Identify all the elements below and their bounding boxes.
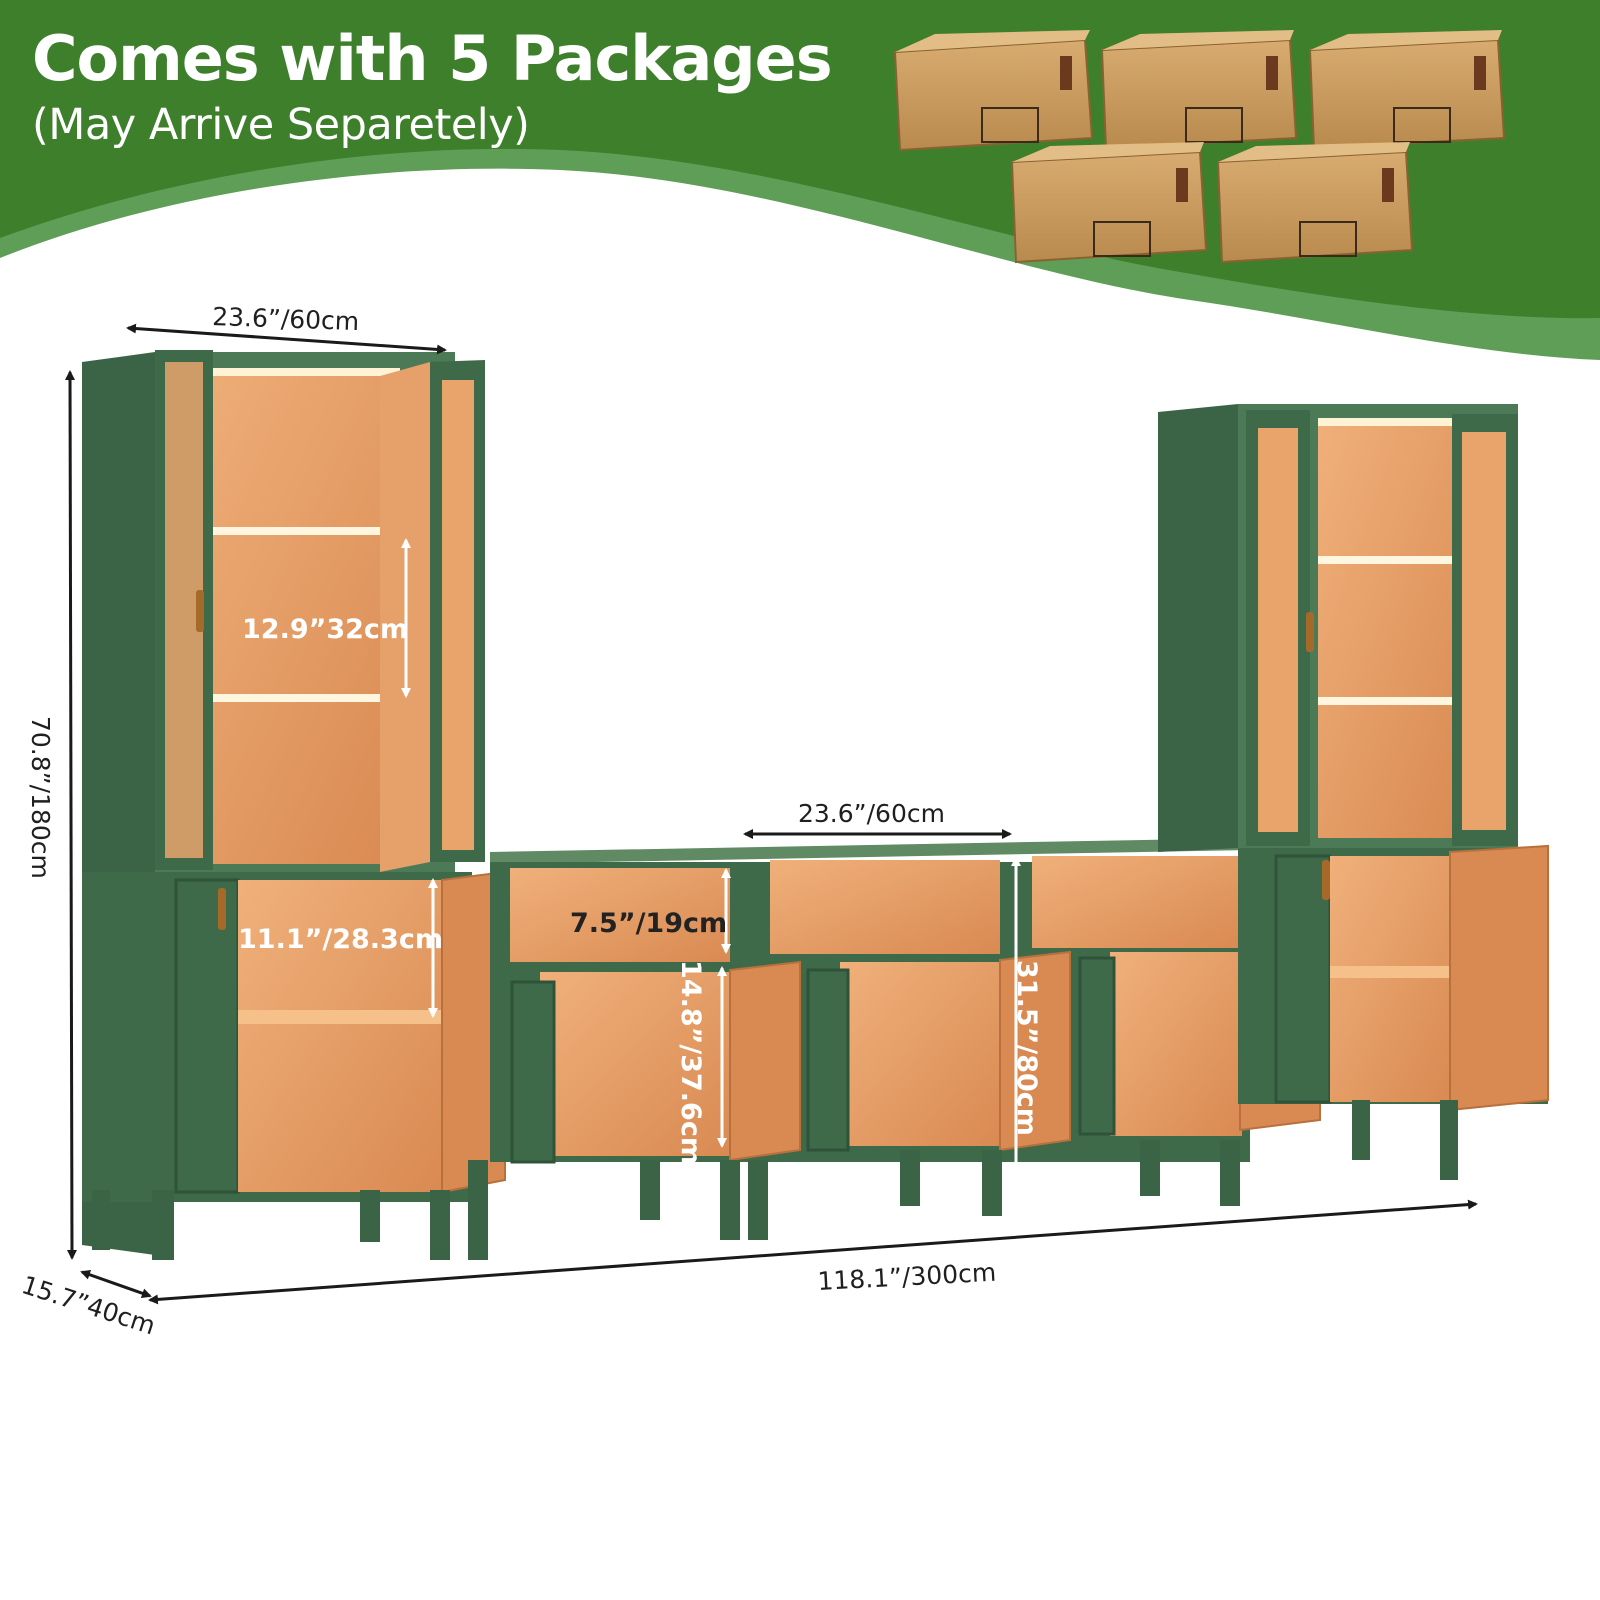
lower-shelf-height-label: 11.1”/28.3cm bbox=[238, 924, 443, 955]
page-subtitle: (May Arrive Separetely) bbox=[32, 100, 530, 150]
page-title: Comes with 5 Packages bbox=[32, 22, 833, 95]
middle-width-label: 23.6”/60cm bbox=[798, 799, 945, 828]
depth-label: 15.7”40cm bbox=[18, 1270, 159, 1340]
open-shelf-height-label: 7.5”/19cm bbox=[570, 908, 727, 939]
cabinet-inner-height-label: 14.8”/37.6cm bbox=[675, 960, 706, 1165]
shelf-height-label: 12.9”32cm bbox=[242, 614, 408, 645]
package-box-4 bbox=[1010, 142, 1208, 264]
middle-cabinets bbox=[468, 838, 1321, 1260]
package-box-1 bbox=[893, 30, 1094, 152]
top-width-label: 23.6”/60cm bbox=[212, 302, 360, 336]
left-tall-cabinet bbox=[82, 350, 506, 1260]
package-box-2 bbox=[1100, 30, 1298, 150]
cabinet-total-height-label: 31.5”/80cm bbox=[1011, 960, 1042, 1136]
total-width-label: 118.1”/300cm bbox=[817, 1258, 997, 1296]
package-box-5 bbox=[1216, 142, 1414, 264]
package-box-3 bbox=[1308, 30, 1506, 150]
right-tall-cabinet bbox=[1158, 404, 1549, 1180]
dimension-lines bbox=[65, 323, 1478, 1305]
total-height-label: 70.8”/180cm bbox=[26, 716, 55, 879]
